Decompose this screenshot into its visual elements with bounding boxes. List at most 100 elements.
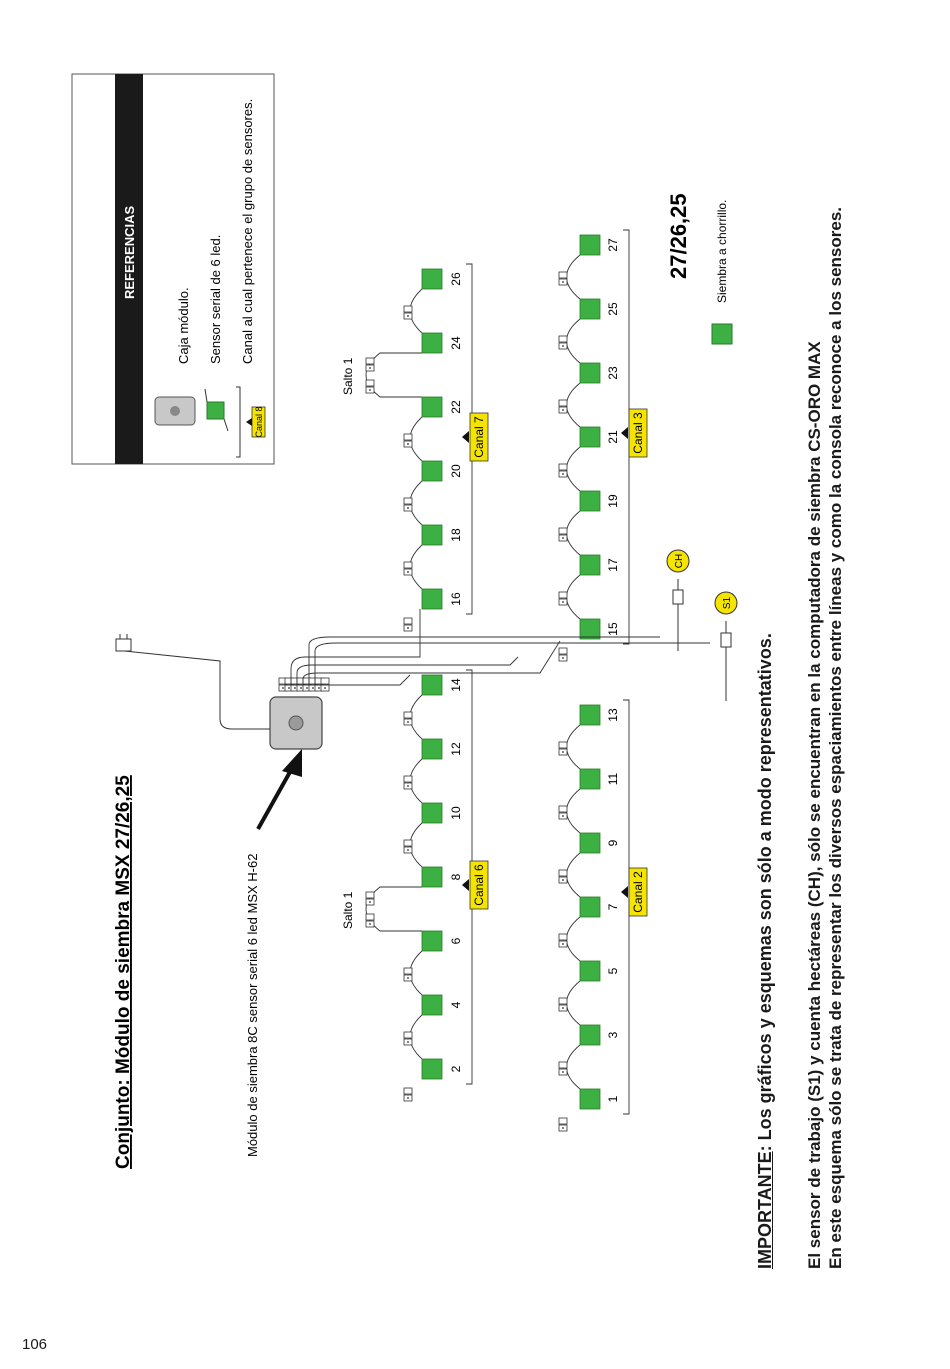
trunk-wire <box>302 640 561 685</box>
important-text: : Los gráficos y esquemas son sólo a mod… <box>755 633 775 1152</box>
sensor-square <box>579 1024 601 1046</box>
sensor-connector-b <box>403 711 413 719</box>
sensor-connector-b <box>403 775 413 783</box>
trunk-wire <box>296 656 519 685</box>
sensor-square <box>579 426 601 448</box>
sensor-wire <box>566 1044 581 1090</box>
assembly-title: Conjunto: Módulo de siembra MSX 27/26,25 <box>113 775 134 1169</box>
row-number: 4 <box>449 1001 463 1008</box>
salto-connector-a <box>365 913 375 928</box>
row-bracket <box>623 699 630 1115</box>
sensor-connector-b <box>403 1031 413 1039</box>
sensor-connector-b <box>558 933 568 941</box>
sensor-square <box>579 832 601 854</box>
row-number: 27 <box>606 238 620 252</box>
s1-sensor-housing <box>720 632 732 648</box>
legend-siembra-label: Siembra a chorrillo. <box>715 200 729 303</box>
ch-sensor-housing <box>672 589 684 605</box>
sensor-connector <box>403 561 413 576</box>
sensor-connector <box>558 869 568 884</box>
sensor-connector <box>403 967 413 982</box>
sensor-square <box>579 298 601 320</box>
canal-pointer <box>621 886 628 898</box>
sensor-connector-b <box>403 561 413 569</box>
sensor-square <box>421 994 443 1016</box>
ch-sensor-badge <box>666 549 690 573</box>
row-number: 17 <box>606 558 620 572</box>
salto-connector-a-b <box>365 913 375 921</box>
sensor-connector-b <box>558 1061 568 1069</box>
sensor-wire <box>566 446 581 492</box>
sensor-connector-b <box>403 967 413 975</box>
important-label: IMPORTANTE <box>755 1151 775 1269</box>
legend-green-square <box>711 323 733 345</box>
salto-connector-b-b <box>365 891 375 899</box>
salto-connector-a <box>365 379 375 394</box>
sensor-connector <box>403 497 413 512</box>
sensor-square <box>579 490 601 512</box>
sensor-square <box>579 1088 601 1110</box>
module-label: Módulo de siembra 8C sensor serial 6 led… <box>245 854 260 1157</box>
note-line-2: En este esquema sólo se trata de represe… <box>826 206 845 1269</box>
sensor-wire <box>566 254 581 300</box>
row-end-connector-b <box>558 647 568 655</box>
sensor-square <box>421 866 443 888</box>
sensor-connector <box>558 335 568 350</box>
row-number: 25 <box>606 302 620 316</box>
salto-connector-b <box>365 891 375 906</box>
row-number: 23 <box>606 366 620 380</box>
row-number: 6 <box>449 937 463 944</box>
sensor-square <box>579 234 601 256</box>
sensor-wire <box>566 916 581 962</box>
sensor-connector <box>403 433 413 448</box>
sensor-square <box>421 738 443 760</box>
sensor-connector-b <box>403 305 413 313</box>
sensor-square <box>579 704 601 726</box>
salto-wire <box>365 352 422 398</box>
module-arrow-shaft <box>256 762 297 830</box>
salto-connector-b <box>365 357 375 372</box>
sensor-wire <box>566 318 581 364</box>
module-output-connector-b <box>320 677 330 685</box>
sensor-connector <box>558 399 568 414</box>
sensor-square <box>421 460 443 482</box>
row-end-connector <box>403 1087 413 1102</box>
sensor-connector <box>403 711 413 726</box>
sensor-connector-b <box>558 869 568 877</box>
row-number: 19 <box>606 494 620 508</box>
model-code: 27/26,25 <box>666 193 691 279</box>
canal-label: Canal 2 <box>631 871 645 913</box>
salto-label: Salto 1 <box>341 891 355 929</box>
sensor-connector-b <box>403 497 413 505</box>
sensor-square <box>421 588 443 610</box>
sensor-connector-b <box>558 335 568 343</box>
row-number: 5 <box>606 967 620 974</box>
canal-tag <box>469 412 489 462</box>
sensor-square <box>421 396 443 418</box>
row-end-connector <box>558 647 568 662</box>
salto-connector-a-b <box>365 379 375 387</box>
canal-pointer <box>462 879 469 891</box>
salto-connector-b-b <box>365 357 375 365</box>
canal-tag <box>628 408 648 458</box>
sensor-square <box>421 674 443 696</box>
row-number: 14 <box>449 678 463 692</box>
canal-label: Canal 7 <box>472 416 486 458</box>
row-number: 1 <box>606 1095 620 1102</box>
sensor-square <box>421 930 443 952</box>
ref-canal-label: Canal al cual pertenece el grupo de sens… <box>240 99 255 364</box>
sensor-connector <box>558 271 568 286</box>
module-output-connector <box>320 677 330 692</box>
row-number: 2 <box>449 1065 463 1072</box>
trunk-wire <box>314 642 710 685</box>
row-number: 21 <box>606 430 620 444</box>
row-number: 26 <box>449 272 463 286</box>
notes-block: IMPORTANTE: Los gráficos y esquemas son … <box>755 89 846 1269</box>
sensor-connector-b <box>558 741 568 749</box>
sensor-connector-b <box>403 433 413 441</box>
row-number: 24 <box>449 336 463 350</box>
sensor-connector <box>558 805 568 820</box>
